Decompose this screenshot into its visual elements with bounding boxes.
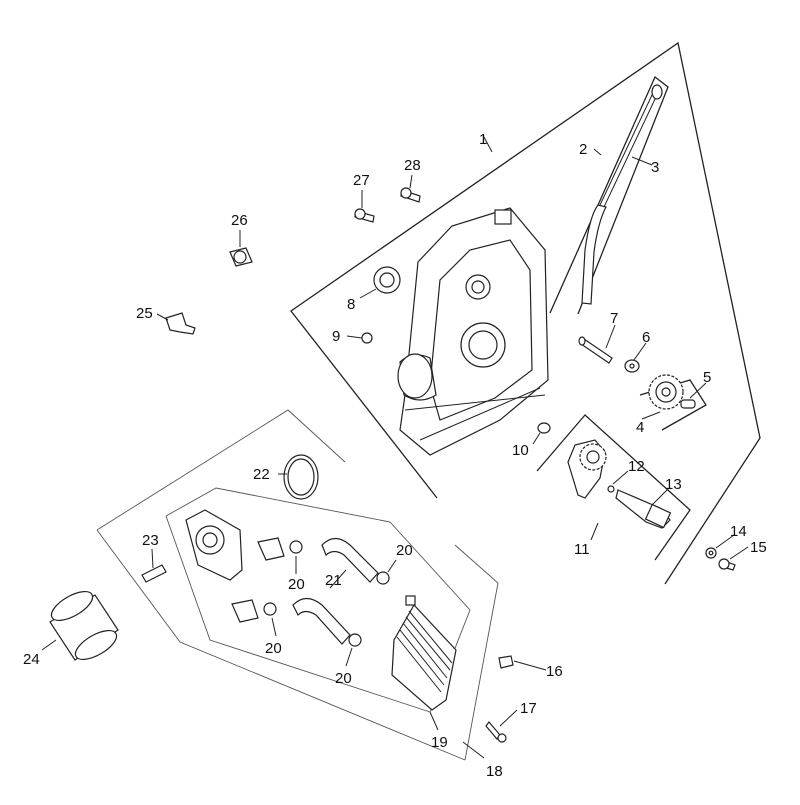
nut	[361, 332, 373, 344]
callout-26: 26	[231, 212, 248, 229]
callout-20d: 20	[335, 670, 352, 687]
bolt-15	[718, 558, 736, 571]
callout-9: 9	[332, 328, 340, 345]
oil-hose	[292, 537, 379, 645]
engine-side-cover	[397, 207, 549, 456]
callout-23: 23	[142, 532, 159, 549]
callout-20b: 20	[396, 542, 413, 559]
callout-18: 18	[486, 763, 503, 780]
group-outline-cover	[290, 41, 761, 585]
oil-pressure-sensor	[229, 247, 253, 267]
callout-4: 4	[636, 419, 644, 436]
oil-seal	[373, 266, 401, 294]
gear	[648, 374, 684, 410]
callout-1: 1	[479, 131, 487, 148]
bolt-17	[485, 721, 507, 743]
hose-fitting	[231, 537, 285, 623]
group-outline-dipstick	[549, 75, 669, 315]
callout-15: 15	[750, 539, 767, 556]
o-ring-pump	[607, 485, 615, 493]
callout-25: 25	[136, 305, 153, 322]
callout-27: 27	[353, 172, 370, 189]
threaded-stud	[141, 564, 167, 583]
shaft	[578, 336, 613, 364]
bolt-27	[354, 208, 375, 223]
pump-shaft	[615, 489, 672, 529]
bolt-28	[400, 187, 421, 203]
callout-7: 7	[610, 310, 618, 327]
callout-5: 5	[703, 369, 711, 386]
callout-14: 14	[730, 523, 747, 540]
callout-8: 8	[347, 296, 355, 313]
callout-2: 2	[579, 141, 587, 158]
group-outline-oil-cooler-inner	[165, 487, 471, 713]
hose-clamp	[263, 540, 390, 647]
callout-16: 16	[546, 663, 563, 680]
callout-20a: 20	[288, 576, 305, 593]
callout-28: 28	[404, 157, 421, 174]
filter-adapter-housing	[185, 509, 243, 581]
callout-21: 21	[325, 572, 342, 589]
dipstick	[581, 84, 663, 305]
o-ring-small	[537, 422, 551, 434]
group-outline-pump	[536, 414, 691, 561]
oil-cooler	[391, 595, 457, 711]
callout-22: 22	[253, 466, 270, 483]
elbow-fitting	[165, 312, 196, 335]
callout-20c: 20	[265, 640, 282, 657]
group-outline-oil-cooler-outer-c	[454, 544, 499, 761]
callout-17: 17	[520, 700, 537, 717]
callout-13: 13	[665, 476, 682, 493]
callout-3: 3	[651, 159, 659, 176]
callout-6: 6	[642, 329, 650, 346]
callout-11: 11	[574, 541, 590, 558]
oil-filter	[49, 591, 119, 661]
washer	[624, 359, 640, 373]
callout-24: 24	[23, 651, 40, 668]
o-ring-large	[283, 454, 319, 500]
leader-lines	[41, 136, 749, 759]
oil-pump-body	[567, 439, 607, 499]
callout-10: 10	[512, 442, 529, 459]
pin	[680, 399, 696, 409]
clip-16	[498, 655, 514, 669]
group-outline-oil-cooler-outer	[96, 409, 346, 531]
callout-12: 12	[628, 458, 645, 475]
callout-19: 19	[431, 734, 448, 751]
washer-14	[705, 547, 717, 559]
callout-labels: 1 2 3 4 5 6 7 8 9 10 11 12 13 14 15 16 1…	[23, 131, 767, 780]
group-outline-oil-cooler-outer-b	[96, 529, 466, 761]
